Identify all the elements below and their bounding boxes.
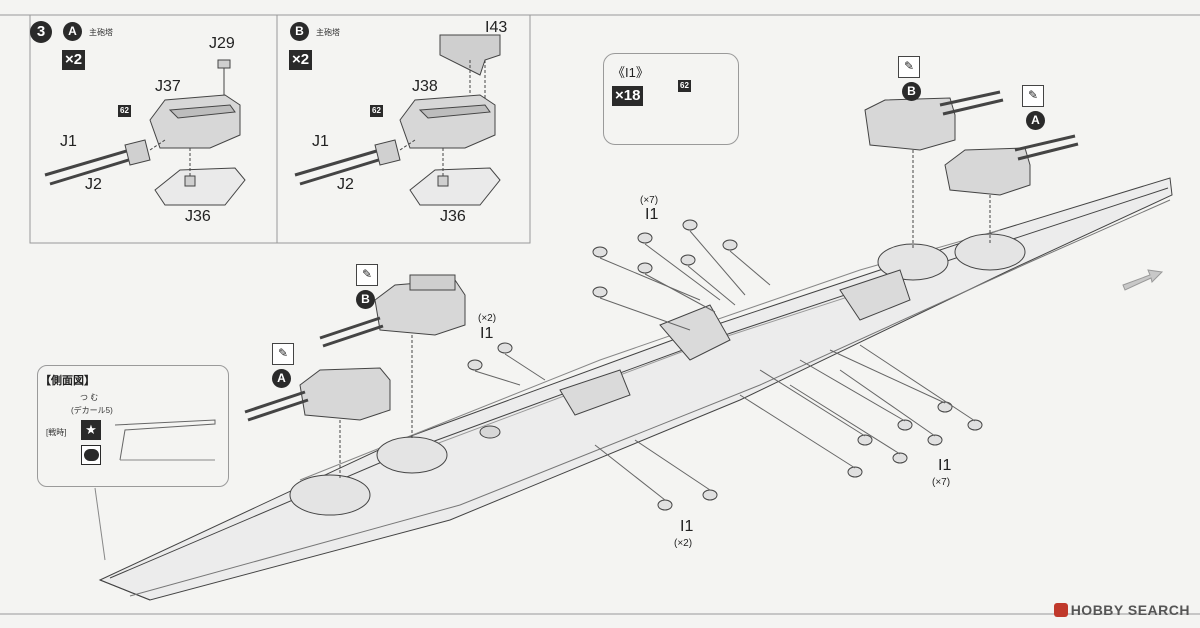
- part-j37-label: J37: [155, 78, 181, 95]
- side-view-decal: (デカール5): [71, 406, 113, 415]
- side-view-sketch: [114, 419, 216, 461]
- part-j29-label: J29: [209, 35, 235, 52]
- i1-mid-mult: (×2): [478, 313, 497, 324]
- side-view-tsumu: つ む: [80, 393, 99, 402]
- paint-code-badge-b: 62: [370, 105, 383, 117]
- part-j2-label: J2: [85, 176, 102, 193]
- i1-mid-label: I1: [480, 325, 494, 342]
- turret-a-right-label: A: [1026, 111, 1045, 130]
- part-j36-label-b: J36: [440, 208, 466, 225]
- panel-a-letter: A: [63, 22, 82, 41]
- turret-b-assembly: [294, 34, 501, 206]
- paint-brush-icon: ✎: [272, 343, 294, 365]
- secondary-guns: [467, 219, 983, 511]
- circle-pattern-icon: [81, 445, 101, 465]
- panel-b-letter: B: [290, 22, 309, 41]
- direction-arrow: [1122, 269, 1164, 291]
- hobby-search-logo-icon: [1053, 603, 1068, 617]
- panel-b-title: 主砲塔: [316, 28, 340, 37]
- i1-right-mult: (×7): [932, 477, 951, 488]
- turret-a-left-label: A: [272, 369, 291, 388]
- i1-top-label: I1: [645, 206, 659, 223]
- watermark-text: HOBBY SEARCH: [1070, 602, 1190, 618]
- i1-bottom-label: I1: [680, 518, 694, 535]
- ship-barbettes: [289, 233, 1026, 516]
- i1-panel-qty: ×18: [612, 86, 644, 106]
- ship-turrets: [244, 90, 1079, 480]
- side-view-panel: [37, 365, 229, 487]
- star-icon: ★: [81, 420, 101, 440]
- i1-paint-code: 62: [678, 80, 691, 92]
- side-view-title: 【側面図】: [40, 375, 95, 387]
- paint-brush-icon-4: ✎: [898, 56, 920, 78]
- panel-b-qty: ×2: [289, 50, 313, 70]
- paint-brush-icon-3: ✎: [1022, 85, 1044, 107]
- paint-brush-icon-2: ✎: [356, 264, 378, 286]
- part-j1-label: J1: [60, 133, 77, 150]
- part-j38-label: J38: [412, 78, 438, 95]
- side-view-wartime: [戦時]: [46, 428, 67, 437]
- i1-bottom-mult: (×2): [674, 538, 693, 549]
- paint-code-badge: 62: [118, 105, 131, 117]
- watermark: HOBBY SEARCH: [1053, 602, 1190, 618]
- turret-b-right-label: B: [902, 82, 921, 101]
- i1-right-label: I1: [938, 457, 952, 474]
- part-j1-label-b: J1: [312, 133, 329, 150]
- turret-b-left-label: B: [356, 290, 375, 309]
- panel-a-title: 主砲塔: [89, 28, 113, 37]
- i1-panel-title: 《I1》: [612, 65, 649, 80]
- step-number-badge: 3: [30, 21, 52, 43]
- part-j2-label-b: J2: [337, 176, 354, 193]
- part-j36-label: J36: [185, 208, 211, 225]
- part-i43-label: I43: [485, 19, 508, 36]
- turret-a-assembly: [44, 59, 246, 206]
- i1-top-mult: (×7): [640, 195, 659, 206]
- side-view-leader: [94, 487, 106, 561]
- panel-a-qty: ×2: [62, 50, 86, 70]
